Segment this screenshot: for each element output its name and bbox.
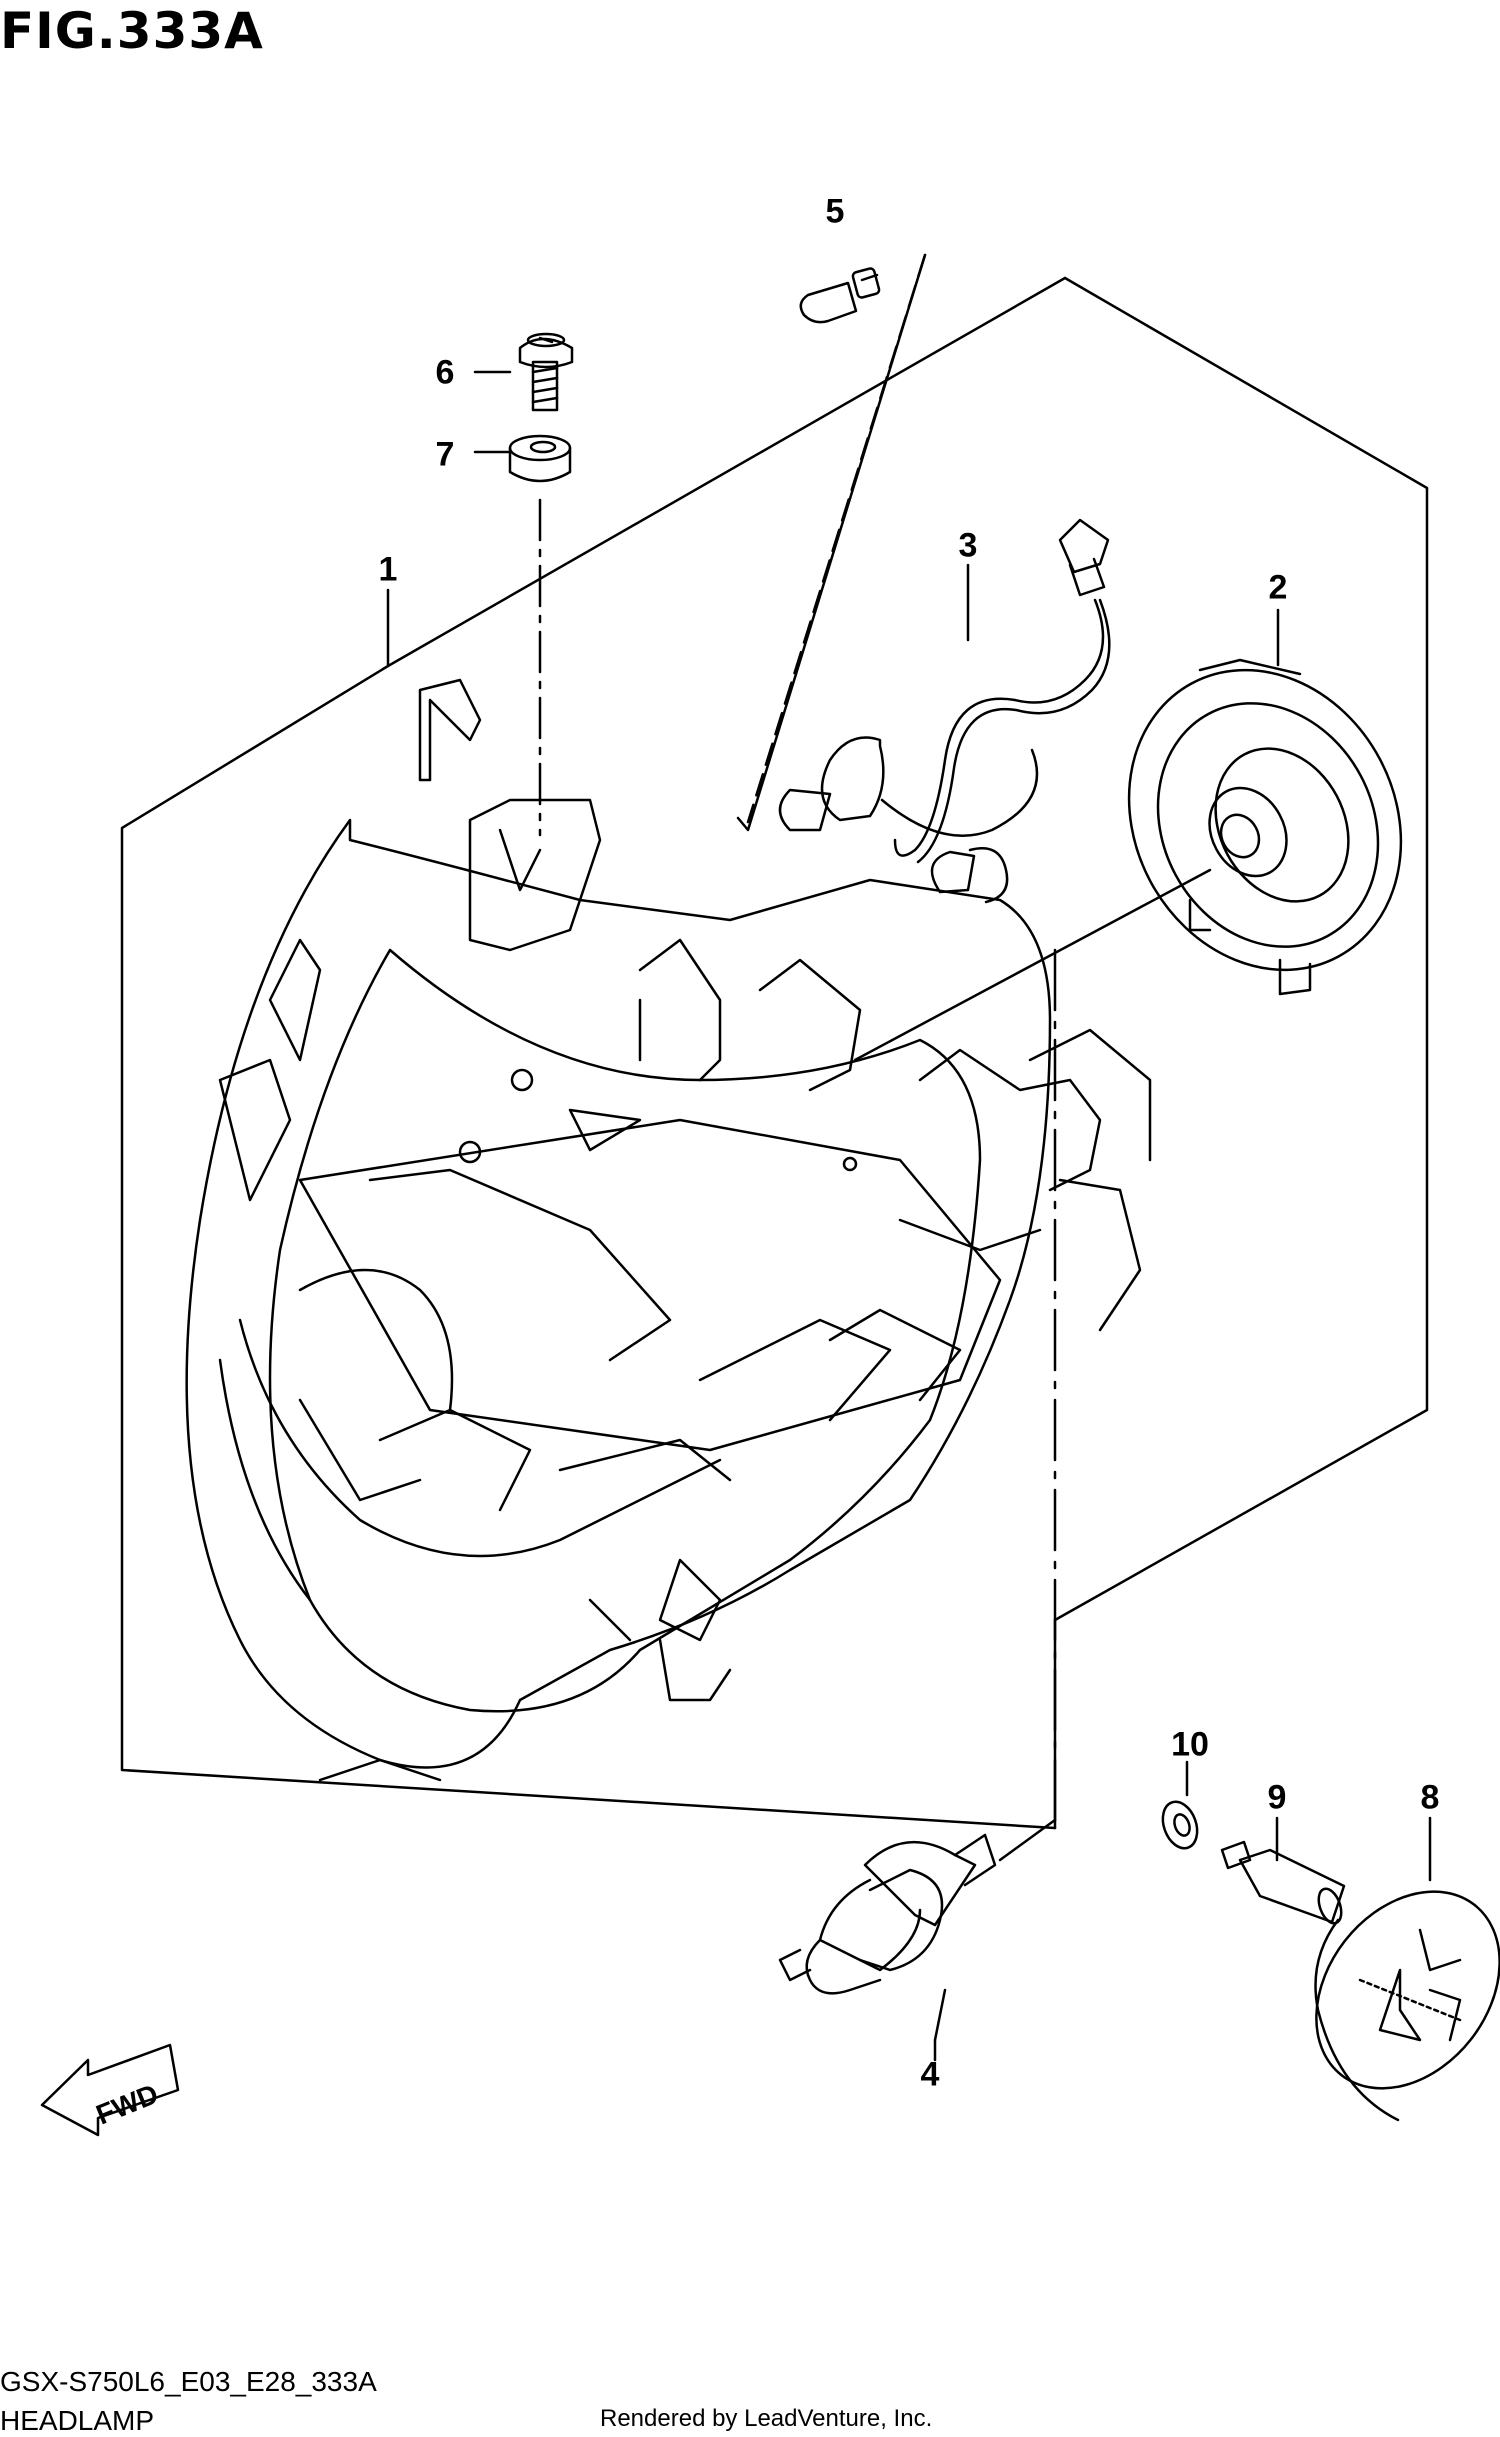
assembly-box — [1055, 278, 1427, 1620]
callout-3: 3 — [958, 526, 978, 565]
wiring-harness-icon — [780, 520, 1109, 902]
washer-icon — [1157, 1797, 1203, 1853]
headlamp-bulb-icon — [780, 1835, 995, 2060]
leader-5 — [738, 255, 925, 830]
dust-cover-icon — [1077, 622, 1452, 1018]
credit-text: Rendered by LeadVenture, Inc. — [600, 2405, 933, 2432]
callout-2: 2 — [1268, 568, 1288, 607]
fwd-label: FWD — [92, 2078, 163, 2131]
callout-5: 5 — [825, 192, 845, 231]
reflector-lens-icon — [1278, 1856, 1500, 2125]
screw-icon — [520, 334, 572, 410]
position-bulb-icon — [801, 268, 880, 323]
fwd-arrow-icon — [42, 2045, 178, 2135]
callout-9: 9 — [1267, 1778, 1287, 1817]
callout-6: 6 — [435, 353, 455, 392]
callout-4: 4 — [920, 2055, 940, 2094]
callout-10: 10 — [1171, 1725, 1209, 1764]
grommet-icon — [510, 436, 570, 481]
figure-code: GSX-S750L6_E03_E28_333A — [0, 2366, 377, 2397]
callout-7: 7 — [435, 435, 455, 474]
headlamp-body-icon — [187, 680, 1150, 1780]
figure-name: HEADLAMP — [0, 2405, 155, 2436]
spacer-icon — [1222, 1842, 1346, 1926]
callout-1: 1 — [378, 550, 398, 589]
figure-title: FIG.333A — [0, 2, 264, 60]
callout-8: 8 — [1420, 1778, 1440, 1817]
